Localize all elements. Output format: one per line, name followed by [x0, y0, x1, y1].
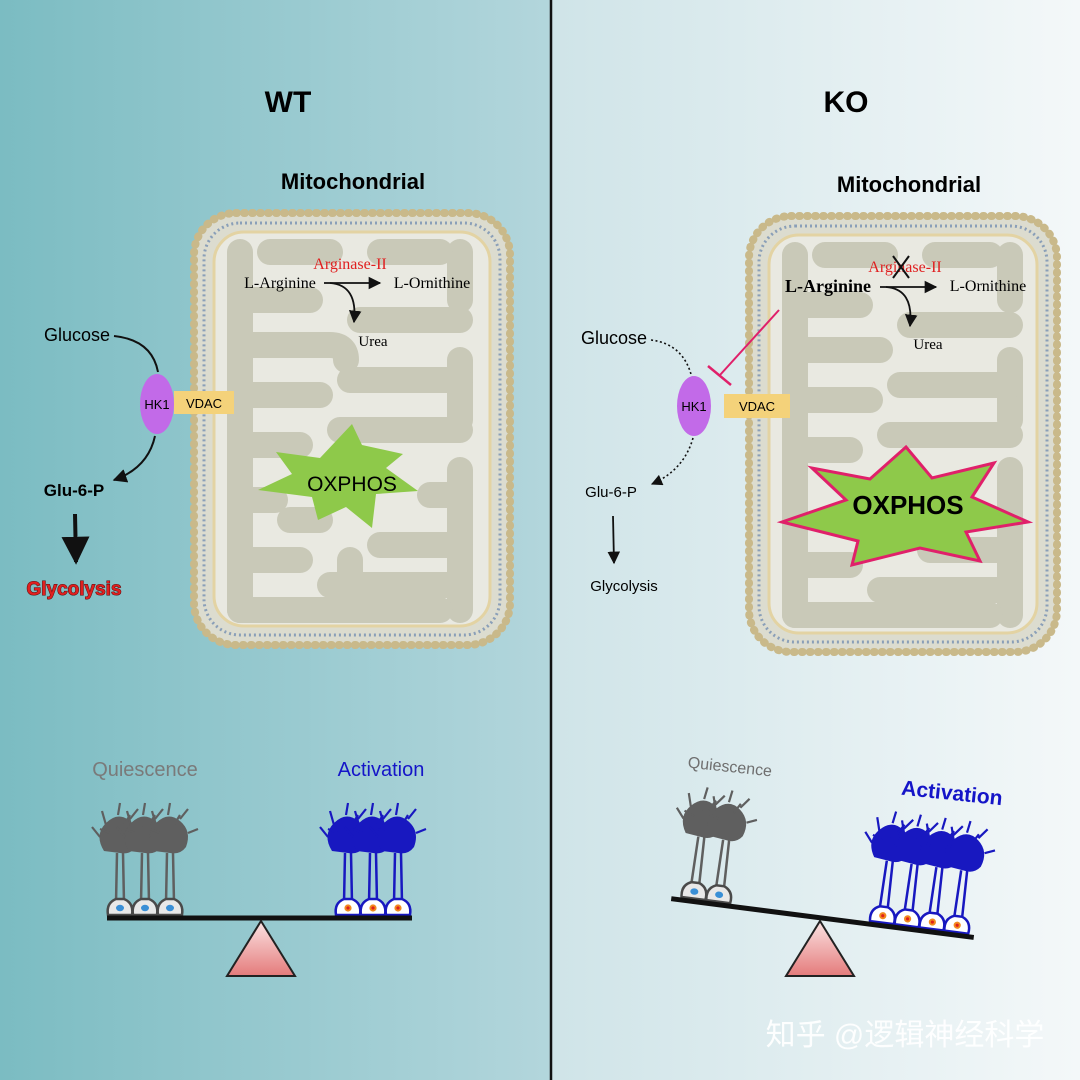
- ko-ornithine-label: L-Ornithine: [950, 278, 1026, 295]
- ko-vdac-label: VDAC: [739, 399, 775, 414]
- wt-hk1: [140, 374, 174, 434]
- ko-vdac: [724, 394, 790, 418]
- wt-quiescence-label: Quiescence: [92, 759, 198, 781]
- ko-glucose-arrow: [650, 339, 693, 379]
- ko-urea-label: Urea: [913, 337, 942, 353]
- ko-glucose-label: Glucose: [581, 328, 647, 348]
- wt-glucose-arrow: [113, 335, 159, 373]
- wt-glycolysis-label: Glycolysis: [26, 579, 121, 600]
- wt-mitochondrion: [190, 209, 514, 649]
- ko-balance-beam: [670, 896, 975, 940]
- wt-arginine-label: L-Arginine: [244, 275, 316, 292]
- wt-enzyme-label: Arginase-II: [313, 256, 386, 273]
- watermark: 知乎 @逻辑神经科学: [766, 1019, 1045, 1052]
- wt-cristae: [227, 239, 473, 623]
- wt-vdac-label: VDAC: [186, 396, 222, 411]
- ko-oxphos-star: OXPHOS: [776, 444, 1034, 568]
- wt-glycolysis-arrow: [61, 513, 90, 565]
- ko-enzyme-knockout-x: [892, 255, 910, 279]
- ko-title: KO: [824, 86, 869, 119]
- ko-mito-title: Mitochondrial: [837, 172, 981, 197]
- ko-hk1-label: HK1: [681, 399, 706, 414]
- ko-inhibition-bar: [707, 365, 732, 386]
- ko-arginine-inhibition-line: [719, 309, 780, 376]
- wt-hk1-label: HK1: [144, 397, 169, 412]
- ko-glycolysis-label: Glycolysis: [590, 578, 658, 595]
- ko-balance: [664, 782, 1000, 977]
- wt-mito-title: Mitochondrial: [281, 169, 425, 194]
- ko-balance-fulcrum: [784, 919, 856, 977]
- wt-oxphos-star: OXPHOS: [258, 424, 418, 528]
- ko-glu6p-label: Glu-6-P: [585, 484, 637, 501]
- wt-glu6p-arrow: [112, 435, 156, 483]
- ko-glycolysis-arrow: [607, 515, 621, 565]
- wt-vdac: [174, 391, 234, 414]
- ko-oxphos-label: OXPHOS: [852, 490, 963, 520]
- ko-glu6p-arrow: [650, 437, 694, 486]
- wt-ornithine-label: L-Ornithine: [394, 275, 470, 292]
- ko-hk1: [677, 376, 711, 436]
- ko-enzyme-label: Arginase-II: [868, 259, 941, 276]
- ko-reaction-arrows: [880, 280, 938, 328]
- wt-balance-fulcrum: [225, 919, 297, 977]
- ko-cristae: [782, 242, 1023, 628]
- wt-glu6p-label: Glu-6-P: [44, 481, 104, 500]
- wt-urea-label: Urea: [358, 334, 387, 350]
- wt-activation-label: Activation: [338, 759, 425, 781]
- wt-oxphos-label: OXPHOS: [307, 473, 397, 496]
- wt-reaction-arrows: [324, 276, 382, 324]
- ko-arginine-label: L-Arginine: [785, 276, 871, 296]
- wt-glucose-label: Glucose: [44, 325, 110, 345]
- wt-title: WT: [265, 86, 312, 119]
- wt-balance: [90, 801, 428, 977]
